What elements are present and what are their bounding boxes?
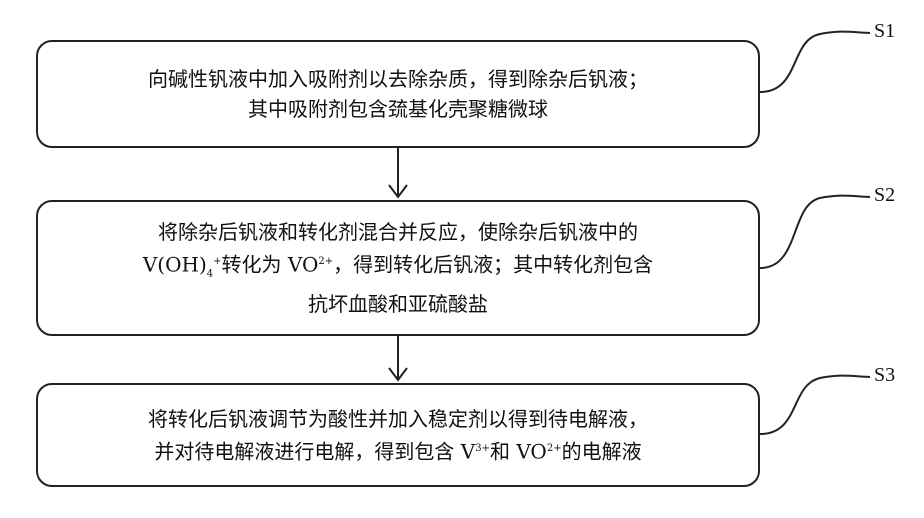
step-text: 将转化后钒液调节为酸性并加入稳定剂以得到待电解液，: [148, 404, 648, 434]
superscript: +: [213, 256, 221, 267]
leader-s2: [760, 196, 870, 268]
step-box-s1: 向碱性钒液中加入吸附剂以去除杂质，得到除杂后钒液； 其中吸附剂包含巯基化壳聚糖微…: [36, 40, 760, 148]
step-label-s2: S2: [874, 184, 895, 207]
text: 并对待电解液进行电解，得到包含 V: [154, 439, 475, 463]
leader-s1: [760, 32, 870, 92]
text: 和 VO: [490, 439, 547, 463]
step-text: 其中吸附剂包含巯基化壳聚糖微球: [248, 94, 548, 124]
superscript: 2+: [318, 256, 333, 267]
step-text: V(OH)4+转化为 VO2+，得到转化后钒液；其中转化剂包含: [143, 247, 653, 290]
step-text: 抗坏血酸和亚硫酸盐: [308, 289, 488, 319]
step-text: 并对待电解液进行电解，得到包含 V3+和 VO2+的电解液: [154, 434, 641, 467]
superscript: 2+: [547, 443, 562, 454]
leader-s3: [760, 376, 870, 434]
formula: V(OH): [143, 252, 207, 276]
step-label-s3: S3: [874, 364, 895, 387]
text: 的电解液: [562, 439, 642, 463]
step-text: 将除杂后钒液和转化剂混合并反应，使除杂后钒液中的: [158, 217, 638, 247]
superscript: 3+: [475, 443, 490, 454]
step-box-s2: 将除杂后钒液和转化剂混合并反应，使除杂后钒液中的 V(OH)4+转化为 VO2+…: [36, 200, 760, 336]
step-text: 向碱性钒液中加入吸附剂以去除杂质，得到除杂后钒液；: [148, 64, 648, 94]
step-label-s1: S1: [874, 20, 895, 43]
subscript: 4: [207, 268, 213, 279]
text: ，得到转化后钒液；其中转化剂包含: [333, 252, 653, 276]
step-box-s3: 将转化后钒液调节为酸性并加入稳定剂以得到待电解液， 并对待电解液进行电解，得到包…: [36, 383, 760, 487]
text: 转化为 VO: [222, 252, 319, 276]
